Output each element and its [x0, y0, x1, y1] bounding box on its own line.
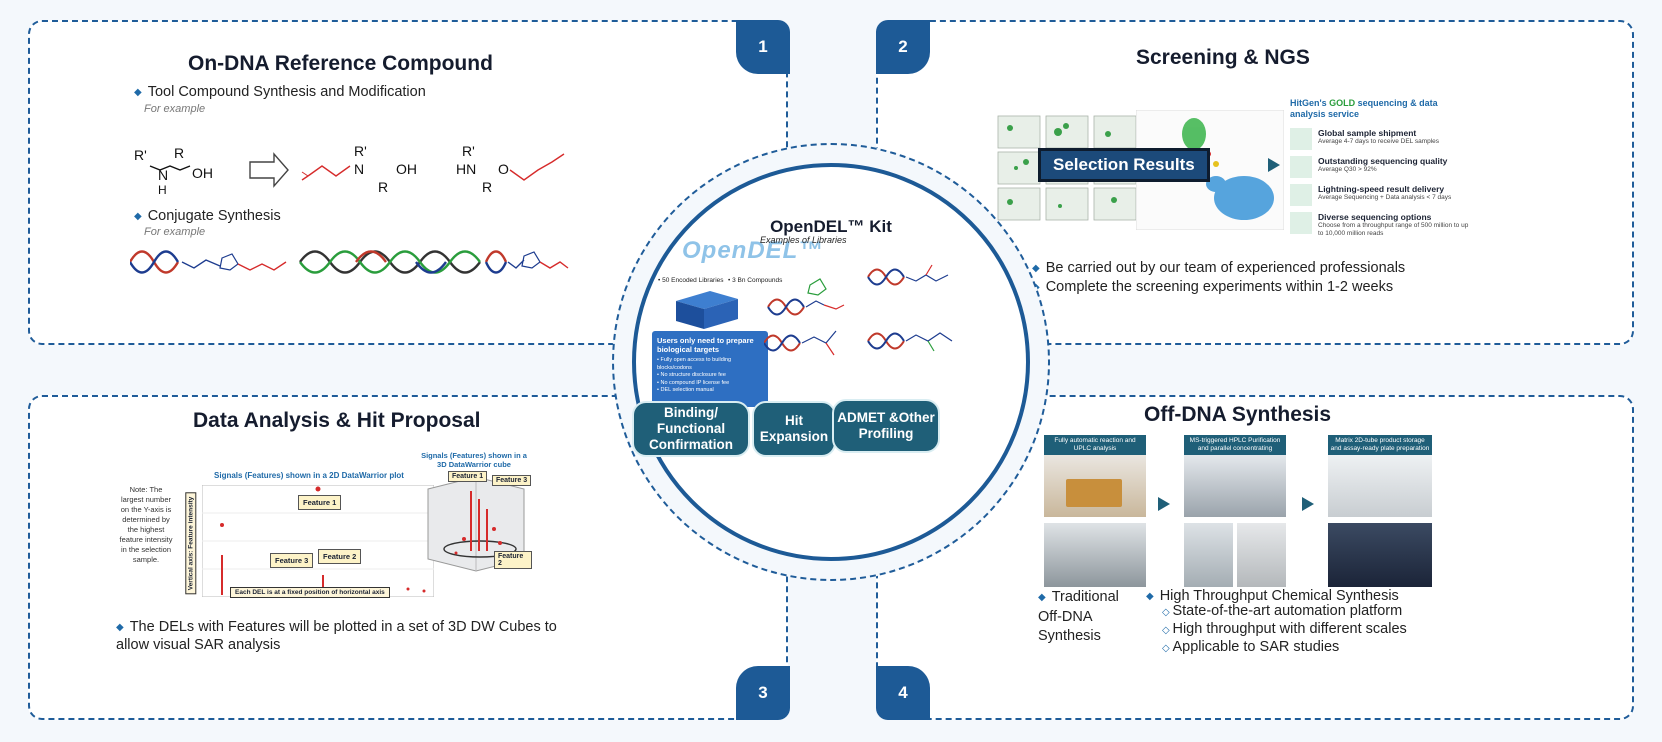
panel3-title: Data Analysis & Hit Proposal	[193, 409, 481, 432]
kit-box-icon	[676, 291, 738, 329]
step-number-1: 1	[736, 20, 790, 74]
pill-admet-profiling: ADMET &Other Profiling	[832, 399, 940, 453]
kit-info-title: Users only need to prepare biological ta…	[657, 336, 754, 354]
photo-group-2: MS-triggered HPLC Purification and paral…	[1184, 435, 1286, 587]
chem-hn-3: HN	[456, 161, 476, 177]
step-number-4: 4	[876, 666, 930, 720]
hts-sub-item: ◇ High throughput with different scales	[1162, 621, 1407, 637]
photo-group-1: Fully automatic reaction and UPLC analys…	[1044, 435, 1146, 587]
delivery-icon	[1290, 184, 1312, 206]
chem-h-1: H	[158, 183, 167, 197]
chem-oh-1: OH	[192, 165, 213, 181]
options-icon	[1290, 212, 1312, 234]
panel2-title: Screening & NGS	[1136, 46, 1310, 69]
feature-2-callout-3d: Feature 2	[494, 551, 532, 569]
panel2-bullet-1: Be carried out by our team of experience…	[1032, 260, 1405, 276]
arrow-right-icon	[1302, 497, 1314, 511]
quality-icon	[1290, 156, 1312, 178]
feature-1-callout: Feature 1	[298, 495, 342, 510]
photo-caption-2: MS-triggered HPLC Purification and paral…	[1184, 435, 1286, 455]
panel4-bullet-traditional: Traditional Off-DNA Synthesis	[1038, 588, 1119, 646]
photo-concentrator	[1184, 523, 1233, 587]
photo-group-3: Matrix 2D-tube product storage and assay…	[1328, 435, 1432, 587]
photo-evaporator	[1237, 523, 1286, 587]
hts-sub-list: ◇ State-of-the-art automation platform ◇…	[1162, 603, 1407, 657]
stat-compounds: • 3 Bn Compounds	[728, 277, 783, 284]
panel1-title: On-DNA Reference Compound	[188, 52, 493, 75]
reaction-scheme: R' N H R OH R' N R OH R' HN R O	[134, 143, 565, 197]
panel-reference-compound: On-DNA Reference Compound Tool Compound …	[28, 20, 788, 345]
chem-r-2: R	[378, 179, 388, 195]
pill-binding-confirmation: Binding/ Functional Confirmation	[632, 401, 750, 457]
panel4-title: Off-DNA Synthesis	[1144, 403, 1332, 426]
chem-rprime-1: R'	[134, 147, 147, 163]
x-axis-label: Each DEL is at a fixed position of horiz…	[230, 587, 390, 598]
chem-rprime-3: R'	[462, 143, 475, 159]
examples-label: Examples of Libraries	[760, 235, 847, 245]
feature-3-callout-3d: Feature 3	[492, 475, 532, 486]
arrow-right-icon	[1268, 158, 1280, 172]
selection-results-label: Selection Results	[1038, 148, 1210, 182]
hts-sub-item: ◇ Applicable to SAR studies	[1162, 639, 1340, 655]
stat-libraries: • 50 Encoded Libraries	[658, 277, 724, 284]
photo-hplc	[1184, 455, 1286, 517]
opendel-kit-circle: OpenDEL™ Kit OpenDEL™ Examples of Librar…	[632, 163, 1030, 561]
panel1-example-1: For example	[144, 103, 206, 115]
feature-2-callout: Feature 2	[318, 549, 362, 564]
kit-info-list: • Fully open access to building blocks/c…	[657, 357, 732, 393]
feature-1-callout-3d: Feature 1	[448, 471, 488, 482]
chem-r-3: R	[482, 179, 492, 195]
gold-service-box: HitGen's GOLD sequencing & data analysis…	[1290, 98, 1470, 238]
plot-2d: Signals (Features) shown in a 2D DataWar…	[184, 471, 434, 601]
panel1-bullet-conjugate: Conjugate Synthesis	[134, 208, 281, 224]
plot-3d: Signals (Features) shown in a 3D DataWar…	[416, 451, 532, 581]
chem-rprime-2: R'	[354, 143, 367, 159]
chem-n-1: N	[158, 167, 168, 183]
kit-title: OpenDEL™ Kit	[770, 217, 892, 236]
photo-caption-1: Fully automatic reaction and UPLC analys…	[1044, 435, 1146, 455]
dna-conjugate-strip	[130, 250, 569, 274]
photo-uplc	[1044, 523, 1146, 587]
y-axis-note: Note: The largest number on the Y-axis i…	[119, 485, 173, 564]
chem-r-1: R	[174, 145, 184, 161]
plot-3d-canvas	[427, 476, 525, 572]
shipment-icon	[1290, 128, 1312, 150]
photo-reaction	[1044, 455, 1146, 517]
plot-2d-title: Signals (Features) shown in a 2D DataWar…	[214, 471, 404, 480]
panel1-bullet-tool: Tool Compound Synthesis and Modification	[134, 84, 426, 100]
photo-matrix-storage	[1328, 455, 1432, 517]
kit-info-box: Users only need to prepare biological ta…	[652, 331, 768, 407]
panel2-bullet-2: Complete the screening experiments withi…	[1032, 279, 1393, 295]
step-number-2: 2	[876, 20, 930, 74]
library-examples	[764, 264, 953, 356]
arrow-right-icon	[1158, 497, 1170, 511]
plot-3d-title: Signals (Features) shown in a 3D DataWar…	[421, 451, 527, 469]
photo-caption-3: Matrix 2D-tube product storage and assay…	[1328, 435, 1432, 455]
panel3-bullet: The DELs with Features will be plotted i…	[116, 619, 576, 654]
hts-sub-item: ◇ State-of-the-art automation platform	[1162, 603, 1403, 619]
photo-plate-prep	[1328, 523, 1432, 587]
reaction-arrow-icon	[249, 152, 289, 188]
chem-n-2: N	[354, 161, 364, 177]
opendel-logo: OpenDEL™	[682, 237, 824, 264]
step-number-3: 3	[736, 666, 790, 720]
chem-oh-2: OH	[396, 161, 417, 177]
panel1-example-2: For example	[144, 226, 206, 238]
feature-3-callout: Feature 3	[270, 553, 314, 568]
chem-o-3: O	[498, 161, 509, 177]
panel4-bullet-hts: High Throughput Chemical Synthesis	[1146, 588, 1399, 604]
y-axis-label: Vertical axis: Feature intensity	[185, 492, 197, 594]
pill-hit-expansion: Hit Expansion	[752, 401, 836, 457]
gold-service-title: HitGen's GOLD sequencing & data analysis…	[1290, 98, 1438, 119]
panel-data-analysis: Data Analysis & Hit Proposal Note: The l…	[28, 395, 788, 720]
